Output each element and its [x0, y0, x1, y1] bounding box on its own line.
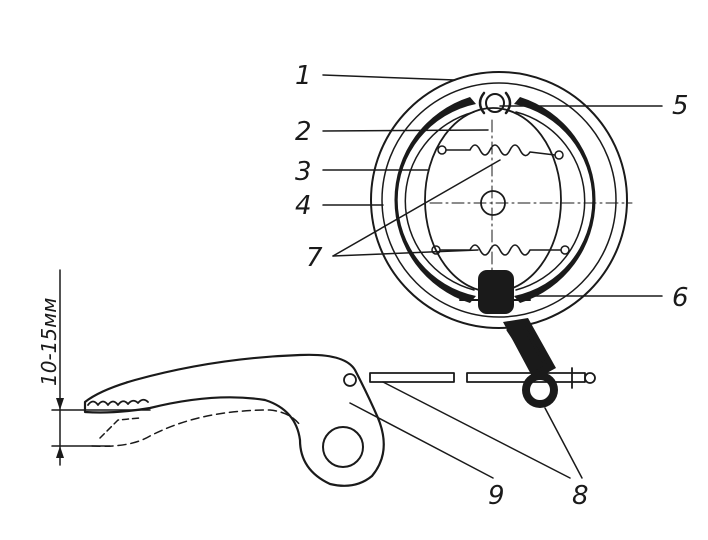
lower-return-spring — [431, 244, 570, 256]
label-2: 2 — [295, 117, 312, 147]
left-shoe-rib — [404, 111, 475, 291]
brake-drum-assembly — [370, 71, 633, 408]
brake-drum-outer — [370, 71, 628, 329]
brake-rod — [369, 367, 596, 389]
label-1: 1 — [295, 61, 312, 91]
label-8: 8 — [572, 481, 589, 511]
label-6: 6 — [672, 283, 689, 313]
pedal-pad-serrations — [87, 398, 149, 406]
brake-drum-inner — [381, 82, 617, 318]
label-7: 7 — [306, 243, 323, 273]
pedal-axle-hole — [322, 426, 364, 468]
label-9: 9 — [488, 481, 505, 511]
right-shoe-rib — [515, 111, 586, 291]
label-4: 4 — [295, 191, 312, 221]
label-3: 3 — [295, 157, 312, 187]
right-shoe-lining — [514, 97, 596, 303]
pivot-pin — [485, 93, 505, 113]
travel-dimension: 10-15мм — [37, 269, 151, 466]
pedal-depressed-outline — [91, 409, 301, 448]
pedal-depressed-pad — [99, 417, 141, 439]
pivot-bracket-right — [504, 91, 512, 115]
hub-circle — [480, 190, 506, 216]
dimension-label: 10-15мм — [37, 298, 61, 386]
pivot-bracket-left — [478, 91, 486, 115]
backing-plate-oval — [424, 107, 562, 293]
expander-cam — [478, 270, 514, 314]
pedal-small-hole — [343, 373, 357, 387]
leader-lines — [322, 74, 663, 479]
brake-pedal — [83, 353, 385, 487]
upper-return-spring — [437, 144, 564, 160]
label-5: 5 — [672, 91, 689, 121]
cam-lever-arm — [503, 318, 558, 408]
